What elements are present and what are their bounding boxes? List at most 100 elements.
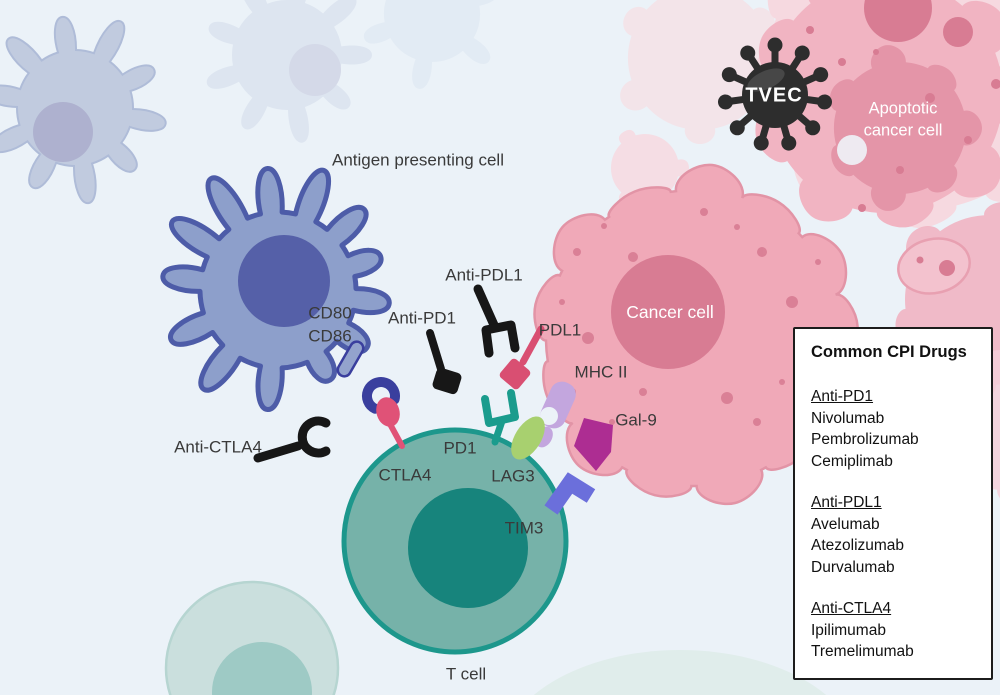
dot [858, 204, 866, 212]
pd1-label: PD1 [443, 438, 477, 458]
dot [639, 388, 647, 396]
ghost-apc-1-nucleus [33, 102, 93, 162]
virus-highlight [747, 68, 785, 92]
anti-pdl1-stem [473, 284, 499, 330]
dot [779, 379, 785, 385]
gal9-ligand [574, 418, 613, 471]
antigen-presenting-cell [160, 166, 392, 412]
dot [559, 299, 565, 305]
legend-heading-anti-ctla4: Anti-CTLA4 [811, 600, 892, 617]
pdl1-stem [519, 325, 545, 366]
dot [991, 79, 1000, 89]
anti-pd1-head [432, 367, 462, 395]
dot [573, 248, 581, 256]
legend-drug: Ipilimumab [811, 621, 886, 639]
dot [964, 136, 972, 144]
dot [838, 58, 846, 66]
molecules [253, 284, 613, 515]
legend-drug: Pembrolizumab [811, 431, 919, 448]
dot [601, 223, 607, 229]
cd80-cd86-binding-domain [362, 377, 400, 414]
cd80-cd86-receptor [336, 340, 400, 414]
anti-ctla4-arms [297, 416, 331, 458]
apc-label: Antigen presenting cell [331, 150, 504, 170]
anti-ctla4-antibody [253, 416, 331, 463]
lag3-label: LAG3 [491, 466, 535, 486]
apoptotic-nucleus-fragment [943, 17, 973, 47]
legend-drug: Avelumab [811, 515, 880, 533]
dot [786, 296, 798, 308]
cpi-drugs-panel: Common CPI Drugs Anti-PD1 Nivolumab Pemb… [793, 327, 993, 680]
pdl1-label: PDL1 [538, 320, 582, 340]
t-cell [341, 427, 569, 655]
dot [925, 93, 935, 103]
mhc2-groove [540, 407, 558, 425]
dot [757, 247, 767, 257]
anti-pdl1-antibody [473, 284, 520, 358]
anti-pdl1-label: Anti-PDL1 [445, 265, 523, 285]
dot [582, 332, 594, 344]
legend-drug: Cemiplimab [811, 452, 893, 470]
ghost-apc-3-body [363, 0, 494, 89]
dot [896, 166, 904, 174]
ctla4-label: CTLA4 [378, 465, 432, 485]
tim3-label: TIM3 [504, 518, 544, 538]
legend-drug: Tremelimumab [811, 643, 914, 660]
dot [873, 49, 879, 55]
cd80-label: CD80 [308, 303, 352, 323]
tim3-receptor [544, 472, 596, 515]
anti-pd1-label: Anti-PD1 [387, 308, 457, 328]
apoptotic-pale-fragment [610, 129, 689, 207]
gal9-label: Gal-9 [615, 410, 657, 430]
background-ghost-cells [0, 0, 827, 695]
apoptotic-dark-blob [829, 45, 982, 211]
legend-heading-anti-pdl1: Anti-PDL1 [811, 494, 882, 511]
t-cell-label: T cell [445, 664, 487, 684]
cancer-cell-label: Cancer cell [626, 302, 714, 323]
legend-drug: Atezolizumab [811, 537, 905, 554]
apoptotic-hole [837, 135, 867, 165]
tvec-label: TVEC [745, 84, 803, 107]
cancer-cell-nucleus [611, 255, 725, 369]
ghost-apc-2-nucleus [289, 44, 341, 96]
dot [815, 259, 821, 265]
dot [721, 392, 733, 404]
cancer-cell [533, 163, 859, 506]
dot [609, 419, 615, 425]
dot [628, 252, 638, 262]
ctla4-head [376, 397, 400, 427]
dot [734, 224, 740, 230]
cd80-cd86-stalk [336, 340, 365, 378]
cd86-label: CD86 [308, 326, 352, 346]
dot [753, 418, 761, 426]
pdl1-head [499, 358, 531, 390]
anti-pd1-antibody [426, 329, 462, 395]
apoptotic-nucleus-fragment [864, 0, 932, 42]
apoptotic-cancer-cell-label: Apoptotic cancer cell [863, 99, 943, 140]
apoptotic-pale-left-blob [620, 0, 779, 144]
pd1-binding-domain [481, 389, 519, 427]
legend-drug: Nivolumab [811, 409, 885, 427]
apoptotic-body-dot [939, 260, 955, 276]
dot [700, 208, 708, 216]
apoptotic-body-dot [916, 256, 924, 264]
cpi-drugs-panel-title: Common CPI Drugs [811, 343, 967, 361]
anti-ctla4-label: Anti-CTLA4 [174, 437, 262, 457]
apc-nucleus [238, 235, 330, 327]
cancer-cell-dots [559, 208, 821, 426]
pdl1-ligand [499, 325, 545, 390]
anti-pd1-stem [426, 329, 445, 373]
anti-ctla4-tail [253, 441, 303, 463]
lag3-receptor [511, 416, 545, 460]
ctla4-receptor [376, 397, 405, 449]
ghost-tcell-2-body [533, 650, 827, 695]
ctla4-stem [387, 421, 405, 449]
apoptotic-dots [806, 26, 1000, 212]
t-cell-nucleus [408, 488, 528, 608]
dot [806, 26, 814, 34]
ghost-tcell-1-nucleus [212, 642, 312, 695]
apoptotic-body [897, 237, 971, 295]
anti-pdl1-arms [481, 320, 520, 358]
tvec-virus [717, 38, 833, 153]
